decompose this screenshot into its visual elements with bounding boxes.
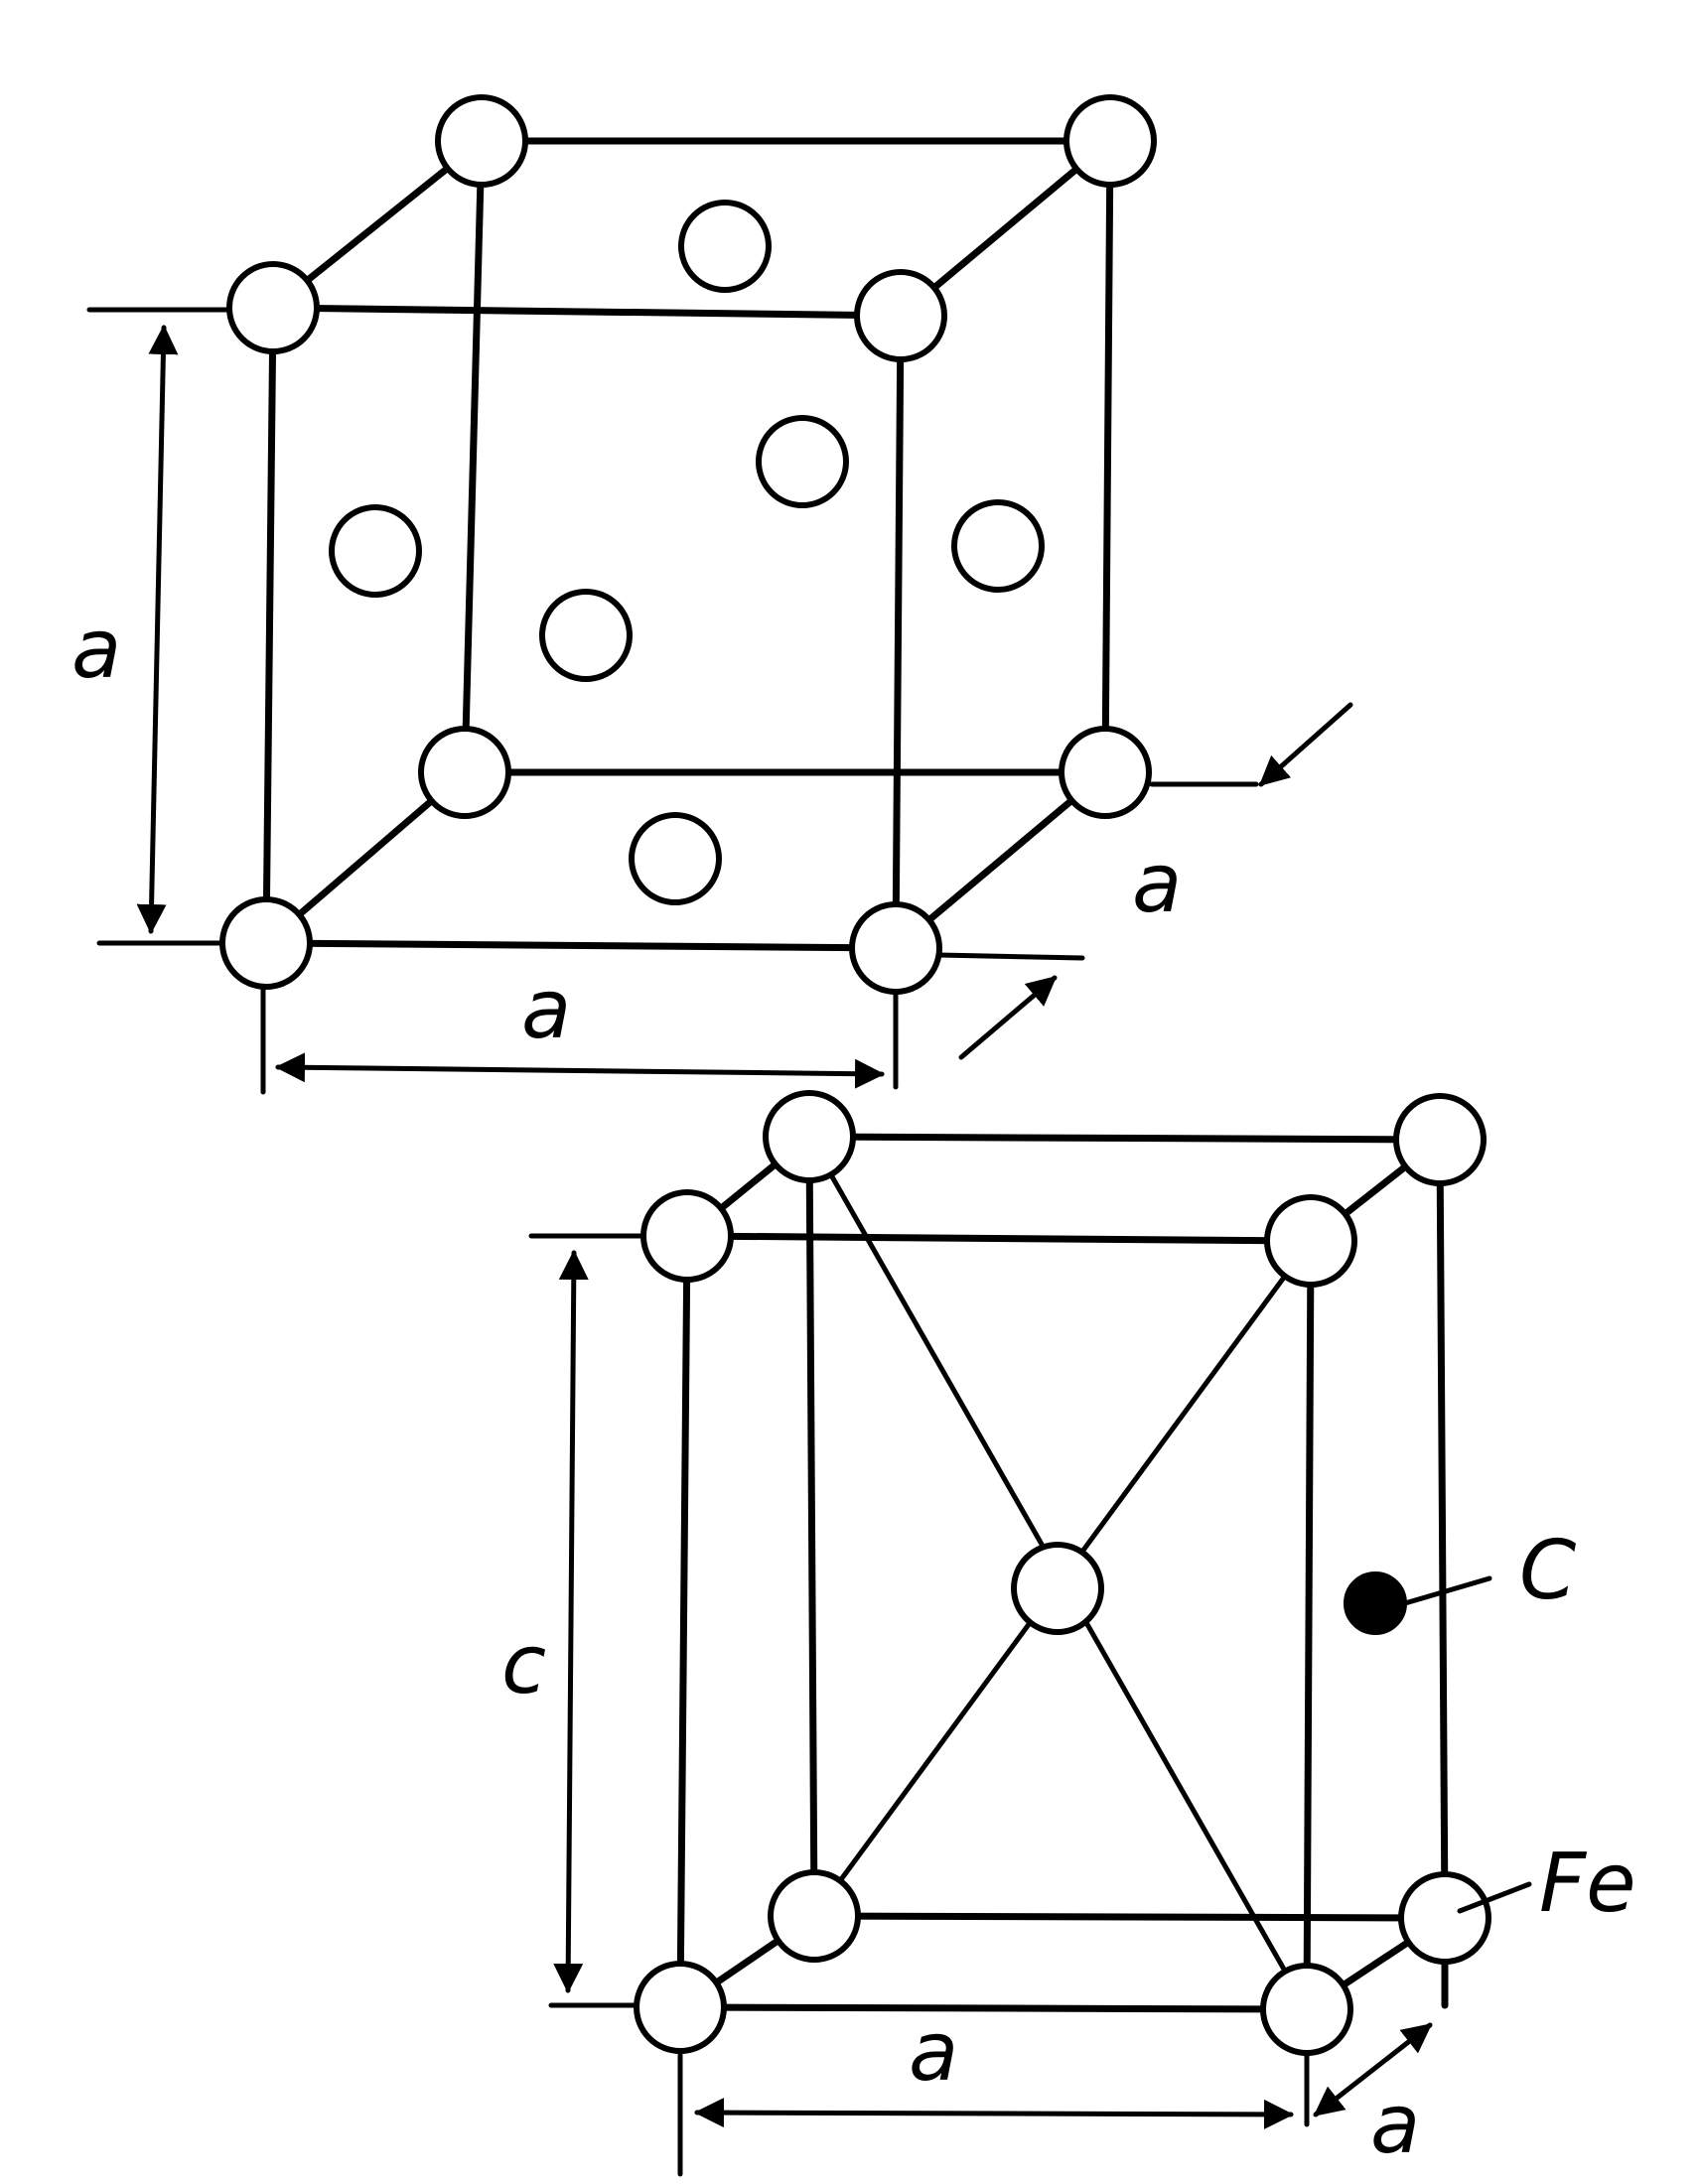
bct-body-center-atom bbox=[1011, 1542, 1104, 1635]
bct-depth-label: a bbox=[1370, 2078, 1420, 2172]
fcc-corner-atom bbox=[854, 269, 947, 362]
bct-iron-atom bbox=[634, 1961, 727, 2054]
fcc-width-label: a bbox=[521, 963, 571, 1057]
fcc-face-center-atom bbox=[629, 812, 722, 905]
iron-legend-label: Fe bbox=[1539, 1837, 1636, 1931]
fcc-atoms bbox=[219, 94, 1157, 995]
fcc-dimension-depth: a bbox=[935, 702, 1353, 1060]
bct-dimension-height: c bbox=[501, 1233, 678, 2008]
bct-atoms bbox=[634, 1090, 1491, 2056]
bct-iron-atom bbox=[1264, 1194, 1357, 1288]
bct-height-label: c bbox=[501, 1618, 546, 1712]
fcc-corner-atom bbox=[418, 726, 511, 819]
fcc-depth-label: a bbox=[1132, 837, 1182, 931]
bct-dimension-depth: a bbox=[1313, 2022, 1433, 2172]
fcc-corner-atom bbox=[1059, 726, 1152, 819]
fcc-corner-atom bbox=[1063, 94, 1157, 188]
fcc-corner-atom bbox=[849, 901, 942, 995]
bct-iron-atom bbox=[640, 1189, 734, 1283]
carbon-atom-marker bbox=[1344, 1571, 1407, 1635]
bct-legend: C Fe bbox=[1344, 1524, 1636, 1931]
fcc-face-center-atom bbox=[756, 415, 849, 508]
fcc-back-face-edges bbox=[461, 137, 1114, 776]
bct-iron-atom bbox=[1398, 1871, 1491, 1965]
bct-dimension-width: a bbox=[677, 2005, 1310, 2177]
bct-iron-atom bbox=[768, 1869, 861, 1963]
bct-back-face-edges bbox=[805, 1133, 1449, 1922]
bct-iron-atom bbox=[763, 1090, 856, 1183]
bct-iron-atom bbox=[1393, 1093, 1487, 1186]
fcc-corner-atom bbox=[219, 896, 313, 990]
bct-front-face-edges bbox=[676, 1232, 1315, 2013]
fcc-face-center-atom bbox=[539, 589, 633, 682]
fcc-face-center-atom bbox=[329, 504, 422, 598]
fcc-corner-atom bbox=[435, 94, 528, 188]
fcc-dimension-height: a bbox=[71, 307, 261, 946]
fcc-height-label: a bbox=[71, 603, 121, 697]
carbon-legend-label: C bbox=[1519, 1524, 1576, 1618]
bct-unit-cell: c a a C Fe bbox=[501, 1090, 1636, 2177]
fcc-face-center-atom bbox=[678, 200, 772, 293]
fcc-unit-cell: a a a bbox=[71, 94, 1353, 1095]
fcc-corner-atom bbox=[226, 261, 320, 354]
bct-iron-atom bbox=[1260, 1963, 1353, 2056]
fcc-dimension-width: a bbox=[260, 963, 899, 1095]
bct-width-label: a bbox=[909, 2005, 958, 2100]
fcc-face-center-atom bbox=[951, 499, 1045, 593]
fcc-front-face-edges bbox=[262, 304, 905, 952]
